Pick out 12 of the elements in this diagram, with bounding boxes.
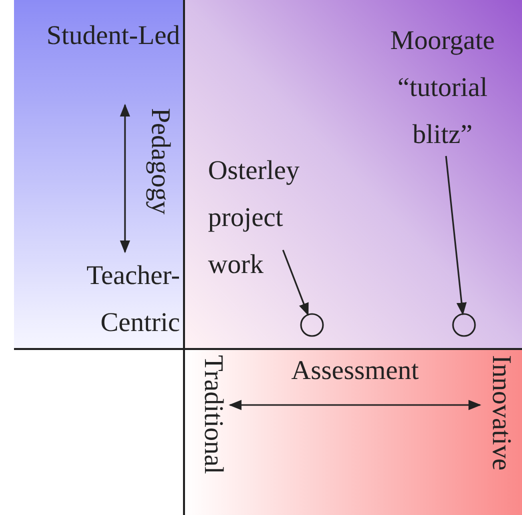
- axis-title: Pedagogy: [146, 108, 176, 214]
- point-marker: [300, 313, 324, 337]
- axis-end-label: Traditional: [199, 355, 229, 474]
- axis-end-label: Teacher-Centric: [86, 259, 180, 339]
- point-label: Moorgate “tutorial blitz”: [370, 17, 515, 158]
- axis-end-label: Innovative: [487, 355, 517, 470]
- axis-title: Assessment: [290, 354, 420, 387]
- leader-arrow: [445, 156, 467, 316]
- leader-arrow: [282, 250, 309, 316]
- point-label: Osterley project work: [208, 147, 338, 288]
- axis-end-label: Student-Led: [46, 19, 180, 52]
- point-marker: [452, 313, 476, 337]
